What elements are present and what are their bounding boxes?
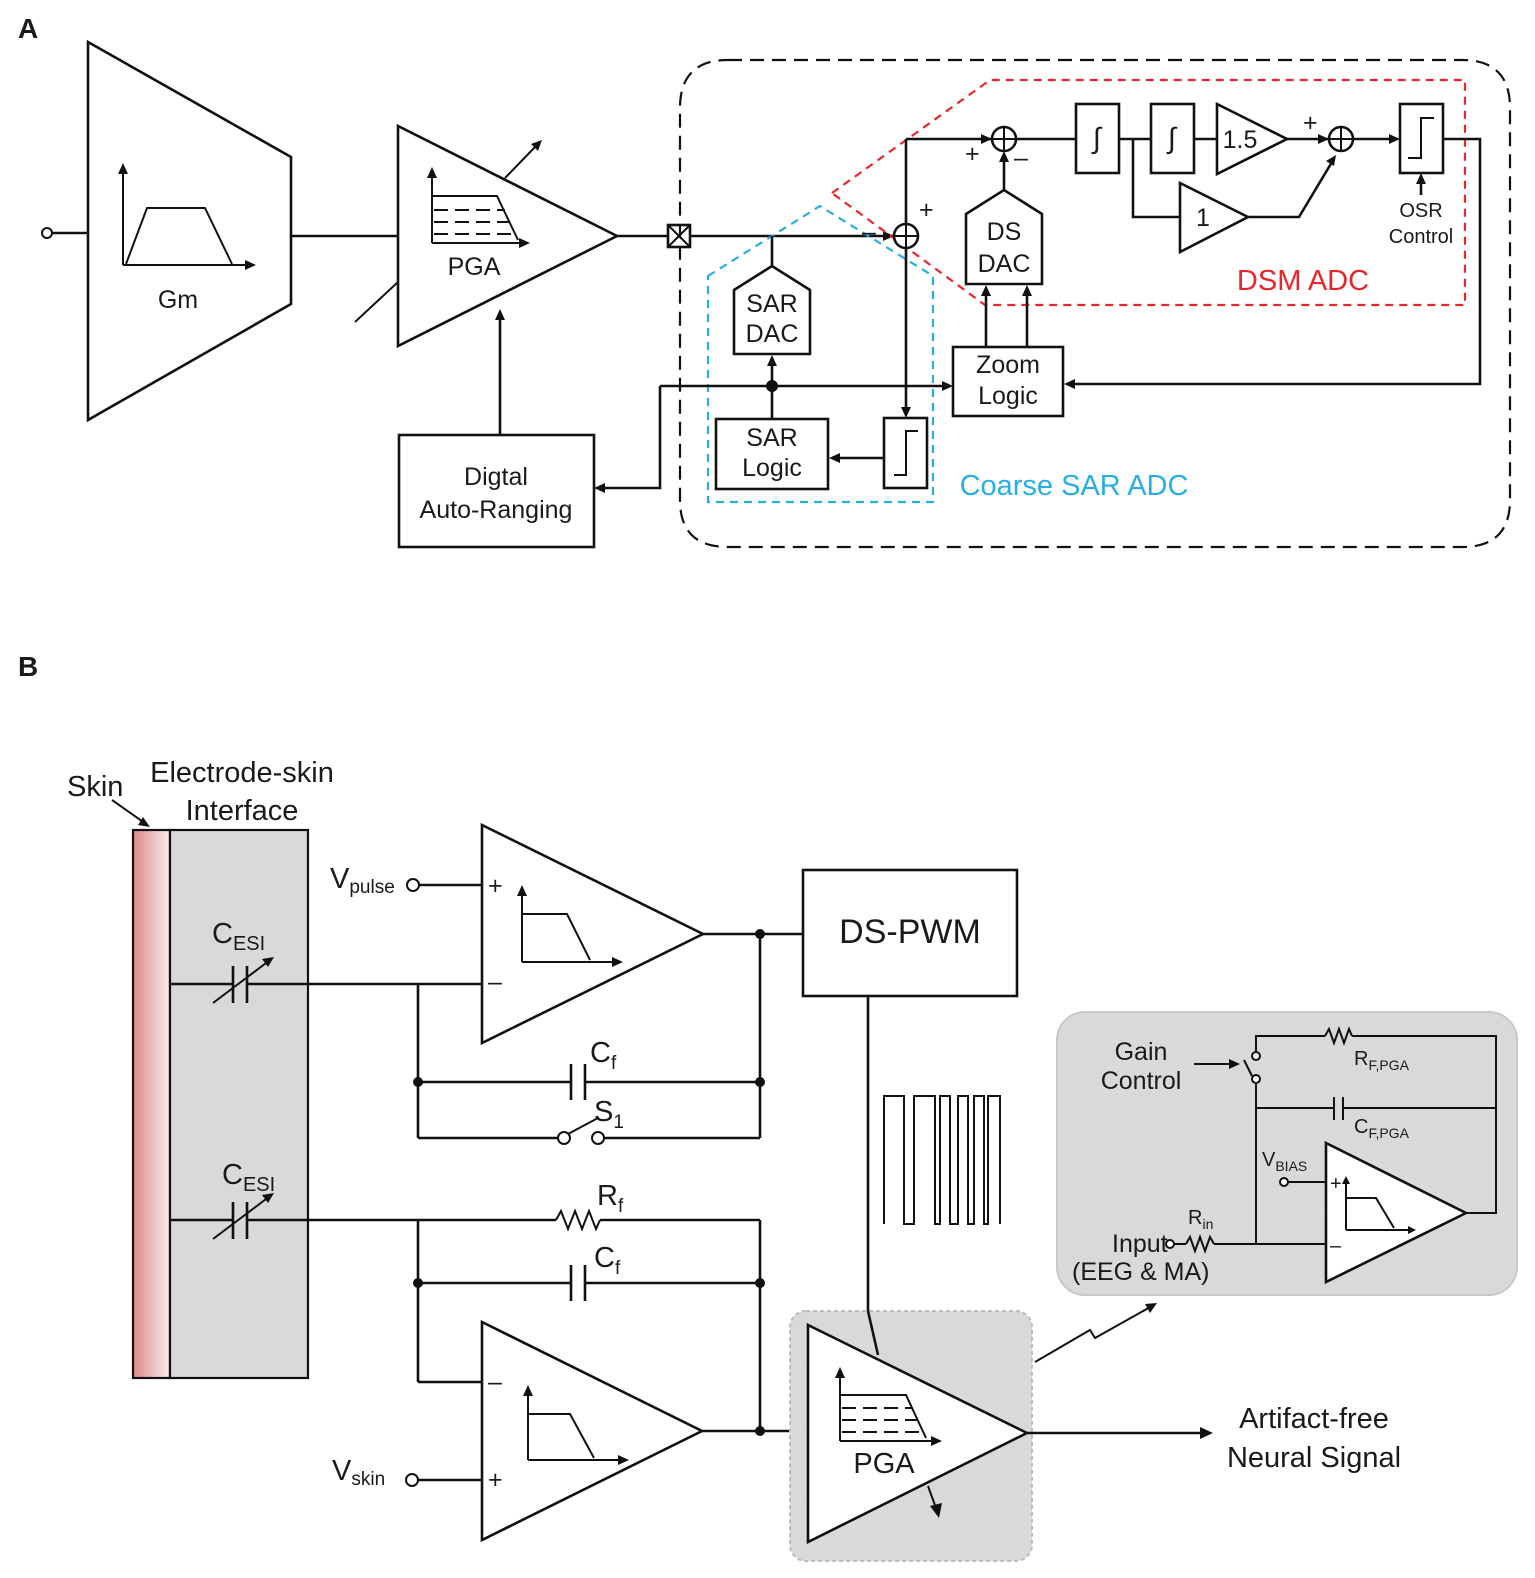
skin-layer xyxy=(131,828,172,1380)
gain-1-amp: 1 xyxy=(1178,180,1251,255)
dsm-quantizer xyxy=(1398,102,1445,175)
output-label-line2: Neural Signal xyxy=(1227,1442,1401,1474)
output-label-line1: Artifact-free xyxy=(1239,1403,1389,1435)
panel-a-letter: A xyxy=(18,13,38,44)
zoom-logic-block: Zoom Logic xyxy=(951,345,1065,418)
ds-pwm-block: DS-PWM xyxy=(801,868,1019,998)
pga-detail-inset: Gain Control RF,PGA CF,PGA + xyxy=(1056,1011,1518,1296)
s1-switch-pin-1 xyxy=(557,1131,571,1145)
gain-1-label: 1 xyxy=(1196,204,1210,232)
ds-dac-line1: DS xyxy=(987,218,1022,246)
pwm-waveform xyxy=(883,1095,1001,1225)
rf-resistor xyxy=(555,1208,601,1232)
top-opamp-plus: + xyxy=(488,872,503,900)
zoom-logic-line2: Logic xyxy=(978,382,1038,410)
dsm-adc-region xyxy=(830,78,1467,307)
sum2-minus: – xyxy=(1014,144,1028,172)
bottom-opamp: – + xyxy=(480,1319,705,1543)
dsm-feedback-wire xyxy=(1070,137,1482,386)
v-skin-terminal xyxy=(405,1473,419,1487)
input-label-line2: (EEG & MA) xyxy=(1072,1258,1210,1286)
panel-a: A Gm PGA xyxy=(18,13,1512,549)
output-sum-junction: + xyxy=(1303,109,1355,153)
c-esi-bottom-label: CESI xyxy=(222,1159,275,1196)
residue-sum-junction: + – xyxy=(862,196,934,250)
cf-bottom-label: Cf xyxy=(594,1242,621,1279)
pga-amplifier-a: PGA xyxy=(354,123,620,349)
ds-dac-line2: DAC xyxy=(978,250,1031,278)
sum1-minus: – xyxy=(862,218,876,246)
code-to-autorange-wire xyxy=(600,386,662,490)
cf-top-label: Cf xyxy=(590,1037,617,1074)
input-terminal xyxy=(41,227,53,239)
auto-ranging-block: Digtal Auto-Ranging xyxy=(397,433,596,549)
sum1-plus: + xyxy=(919,196,934,224)
sar-logic-line2: Logic xyxy=(742,454,802,482)
auto-ranging-line2: Auto-Ranging xyxy=(420,496,573,524)
gain-1-5-label: 1.5 xyxy=(1223,126,1258,154)
osr-control-line1: OSR xyxy=(1399,200,1442,222)
integrator-2: ∫ xyxy=(1149,102,1196,175)
gm-amplifier: Gm xyxy=(86,39,293,423)
rf-pga-label: RF,PGA xyxy=(1354,1048,1410,1073)
sar-dac-line1: SAR xyxy=(746,290,797,318)
s1-switch-pin-2 xyxy=(591,1131,605,1145)
top-opamp-minus: – xyxy=(488,968,502,996)
esi-label-line2: Interface xyxy=(186,795,299,827)
sum2-plus: + xyxy=(965,140,980,168)
integrator-1-symbol: ∫ xyxy=(1091,123,1103,155)
v-pulse-terminal xyxy=(406,878,420,892)
bottom-opamp-minus: – xyxy=(488,1368,502,1396)
c-esi-bottom: CESI xyxy=(170,1159,275,1240)
gm-label: Gm xyxy=(158,286,198,314)
gain-control-line2: Control xyxy=(1101,1067,1182,1095)
input-label-line1: Input xyxy=(1112,1230,1168,1258)
ds-pwm-label: DS-PWM xyxy=(839,913,981,951)
pga-label-b: PGA xyxy=(853,1448,915,1480)
skin-label: Skin xyxy=(67,771,123,803)
pga-amplifier-b: PGA xyxy=(806,1322,1030,1545)
dsm-adc-label: DSM ADC xyxy=(1237,265,1369,297)
panel-b-letter: B xyxy=(18,651,38,682)
v-skin-label: Vskin xyxy=(332,1455,385,1490)
sar-logic-line1: SAR xyxy=(746,424,797,452)
sar-dac-line2: DAC xyxy=(746,320,799,348)
sar-dac-block: SAR DAC xyxy=(732,264,812,356)
v-pulse-label: Vpulse xyxy=(330,863,395,898)
esi-label-line1: Electrode-skin xyxy=(150,757,334,789)
inset-opamp-plus: + xyxy=(1330,1173,1342,1195)
sar-comparator xyxy=(882,416,929,490)
auto-ranging-line1: Digtal xyxy=(464,463,528,491)
rf-label: Rf xyxy=(597,1180,624,1217)
gain-1-5-amp: 1.5 xyxy=(1215,101,1290,177)
r-in-label: Rin xyxy=(1188,1207,1213,1232)
c-esi-top: CESI xyxy=(170,918,274,1004)
osr-control-line2: Control xyxy=(1389,226,1453,248)
bottom-opamp-plus: + xyxy=(488,1466,503,1494)
integrator-2-symbol: ∫ xyxy=(1166,123,1178,155)
panel-b: B Skin Electrode-skin Interface CESI + xyxy=(18,651,1518,1562)
inset-opamp-minus: – xyxy=(1330,1235,1342,1257)
electrode-skin-interface xyxy=(168,828,310,1380)
adc-enclosure xyxy=(678,58,1512,549)
coarse-sar-label: Coarse SAR ADC xyxy=(960,470,1189,502)
dsm-sum-junction: + – xyxy=(965,125,1028,172)
zoom-logic-line1: Zoom xyxy=(976,351,1040,379)
zoom-indicator xyxy=(1034,1305,1153,1363)
ds-dac-block: DS DAC xyxy=(964,188,1044,286)
cf-pga-label: CF,PGA xyxy=(1354,1116,1410,1141)
s1-label: S1 xyxy=(594,1096,624,1133)
sar-logic-block: SAR Logic xyxy=(714,417,830,491)
c-esi-top-label: CESI xyxy=(212,918,265,955)
integrator-1: ∫ xyxy=(1074,102,1121,175)
pga-label-a: PGA xyxy=(448,253,501,281)
gain-control-line1: Gain xyxy=(1115,1038,1168,1066)
top-opamp: + – xyxy=(480,822,706,1046)
coarse-sar-region xyxy=(706,204,935,504)
sum3-plus: + xyxy=(1303,109,1318,137)
v-bias-label: VBIAS xyxy=(1262,1149,1307,1174)
